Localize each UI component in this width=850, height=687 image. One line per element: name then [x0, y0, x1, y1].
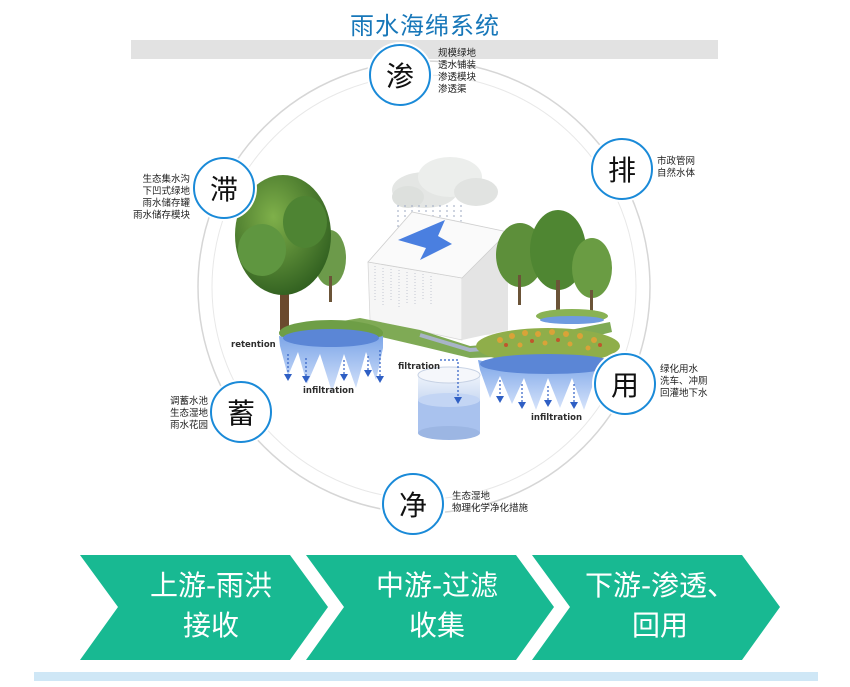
- top-divider-bar: [131, 40, 718, 59]
- node-xu-text: 调蓄水池 生态湿地 雨水花园: [128, 396, 208, 432]
- filtration-label: filtration: [398, 362, 441, 372]
- step-midstream: 中游-过滤 收集: [352, 566, 522, 646]
- page-title: 雨水海绵系统: [350, 12, 500, 40]
- infiltration-label-right: infiltration: [531, 413, 583, 423]
- node-pai-line: 自然水体: [657, 168, 696, 179]
- filtration-tank: [417, 359, 481, 440]
- node-zhi-line: 雨水储存罐: [142, 198, 190, 209]
- node-yong-line: 回灌地下水: [660, 388, 708, 399]
- node-xu-line: 调蓄水池: [169, 396, 208, 407]
- node-jing-line: 物理化学净化措施: [452, 503, 529, 514]
- cloud: [392, 157, 498, 208]
- retention-basin: [279, 320, 383, 392]
- node-shen-line: 渗透渠: [438, 84, 467, 95]
- bottom-bar: [34, 672, 818, 681]
- step-downstream-line1: 下游-渗透、: [584, 569, 736, 602]
- left-tree: [235, 175, 331, 332]
- node-shen-line: 渗透模块: [438, 72, 477, 83]
- node-yong-text: 绿化用水 洗车、冲厕 回灌地下水: [660, 364, 708, 400]
- step-arrow-shape: [306, 555, 554, 660]
- node-shen-line: 透水铺装: [438, 60, 477, 71]
- node-zhi: 滞: [193, 157, 255, 219]
- node-zhi-line: 生态集水沟: [142, 174, 190, 185]
- node-shen-text: 规模绿地 透水铺装 渗透模块 渗透渠: [438, 48, 476, 96]
- node-pai: 排: [591, 138, 653, 200]
- node-yong-char: 用: [610, 369, 639, 402]
- node-jing-text: 生态湿地 物理化学净化措施: [452, 491, 528, 515]
- node-xu-line: 生态湿地: [169, 408, 208, 419]
- retention-label: retention: [231, 340, 276, 350]
- step-midstream-line1: 中游-过滤: [375, 569, 499, 602]
- node-xu: 蓄: [210, 381, 272, 443]
- house: [367, 211, 509, 341]
- node-yong-line: 绿化用水: [660, 364, 699, 375]
- step-downstream: 下游-渗透、 回用: [570, 566, 750, 646]
- node-zhi-line: 下凹式绿地: [142, 186, 190, 197]
- node-zhi-text: 生态集水沟 下凹式绿地 雨水储存罐 雨水储存模块: [110, 174, 190, 222]
- node-pai-text: 市政管网 自然水体: [657, 156, 695, 180]
- infiltration-label-left: infiltration: [303, 386, 355, 396]
- node-zhi-char: 滞: [209, 173, 238, 206]
- node-yong-line: 洗车、冲厕: [660, 376, 708, 387]
- node-shen-char: 渗: [385, 60, 414, 93]
- node-jing-line: 生态湿地: [452, 491, 491, 502]
- node-shen: 渗: [369, 44, 431, 106]
- node-yong: 用: [594, 353, 656, 415]
- step-upstream-line1: 上游-雨洪: [149, 569, 273, 602]
- node-xu-line: 雨水花园: [169, 420, 208, 431]
- rain-garden-basin: [476, 328, 620, 410]
- step-upstream: 上游-雨洪 接收: [126, 566, 296, 646]
- process-flow: 上游-雨洪 接收 中游-过滤 收集 下游-渗透、 回用: [80, 555, 780, 660]
- step-arrow-shape: [532, 555, 780, 660]
- node-jing: 净: [382, 473, 444, 535]
- node-xu-char: 蓄: [226, 397, 255, 430]
- small-island: [536, 309, 608, 324]
- node-shen-line: 规模绿地: [438, 48, 477, 59]
- step-midstream-line2: 收集: [408, 609, 465, 642]
- step-arrow-shape: [80, 555, 328, 660]
- step-downstream-line2: 回用: [631, 609, 688, 642]
- node-zhi-line: 雨水储存模块: [132, 210, 190, 221]
- node-pai-char: 排: [607, 154, 636, 187]
- step-upstream-line2: 接收: [182, 609, 239, 642]
- infiltration-arrows-right: [496, 380, 578, 409]
- node-jing-char: 净: [398, 489, 427, 522]
- node-pai-line: 市政管网: [657, 156, 696, 167]
- infiltration-arrows-left: [284, 350, 384, 383]
- background-trees: [314, 210, 612, 312]
